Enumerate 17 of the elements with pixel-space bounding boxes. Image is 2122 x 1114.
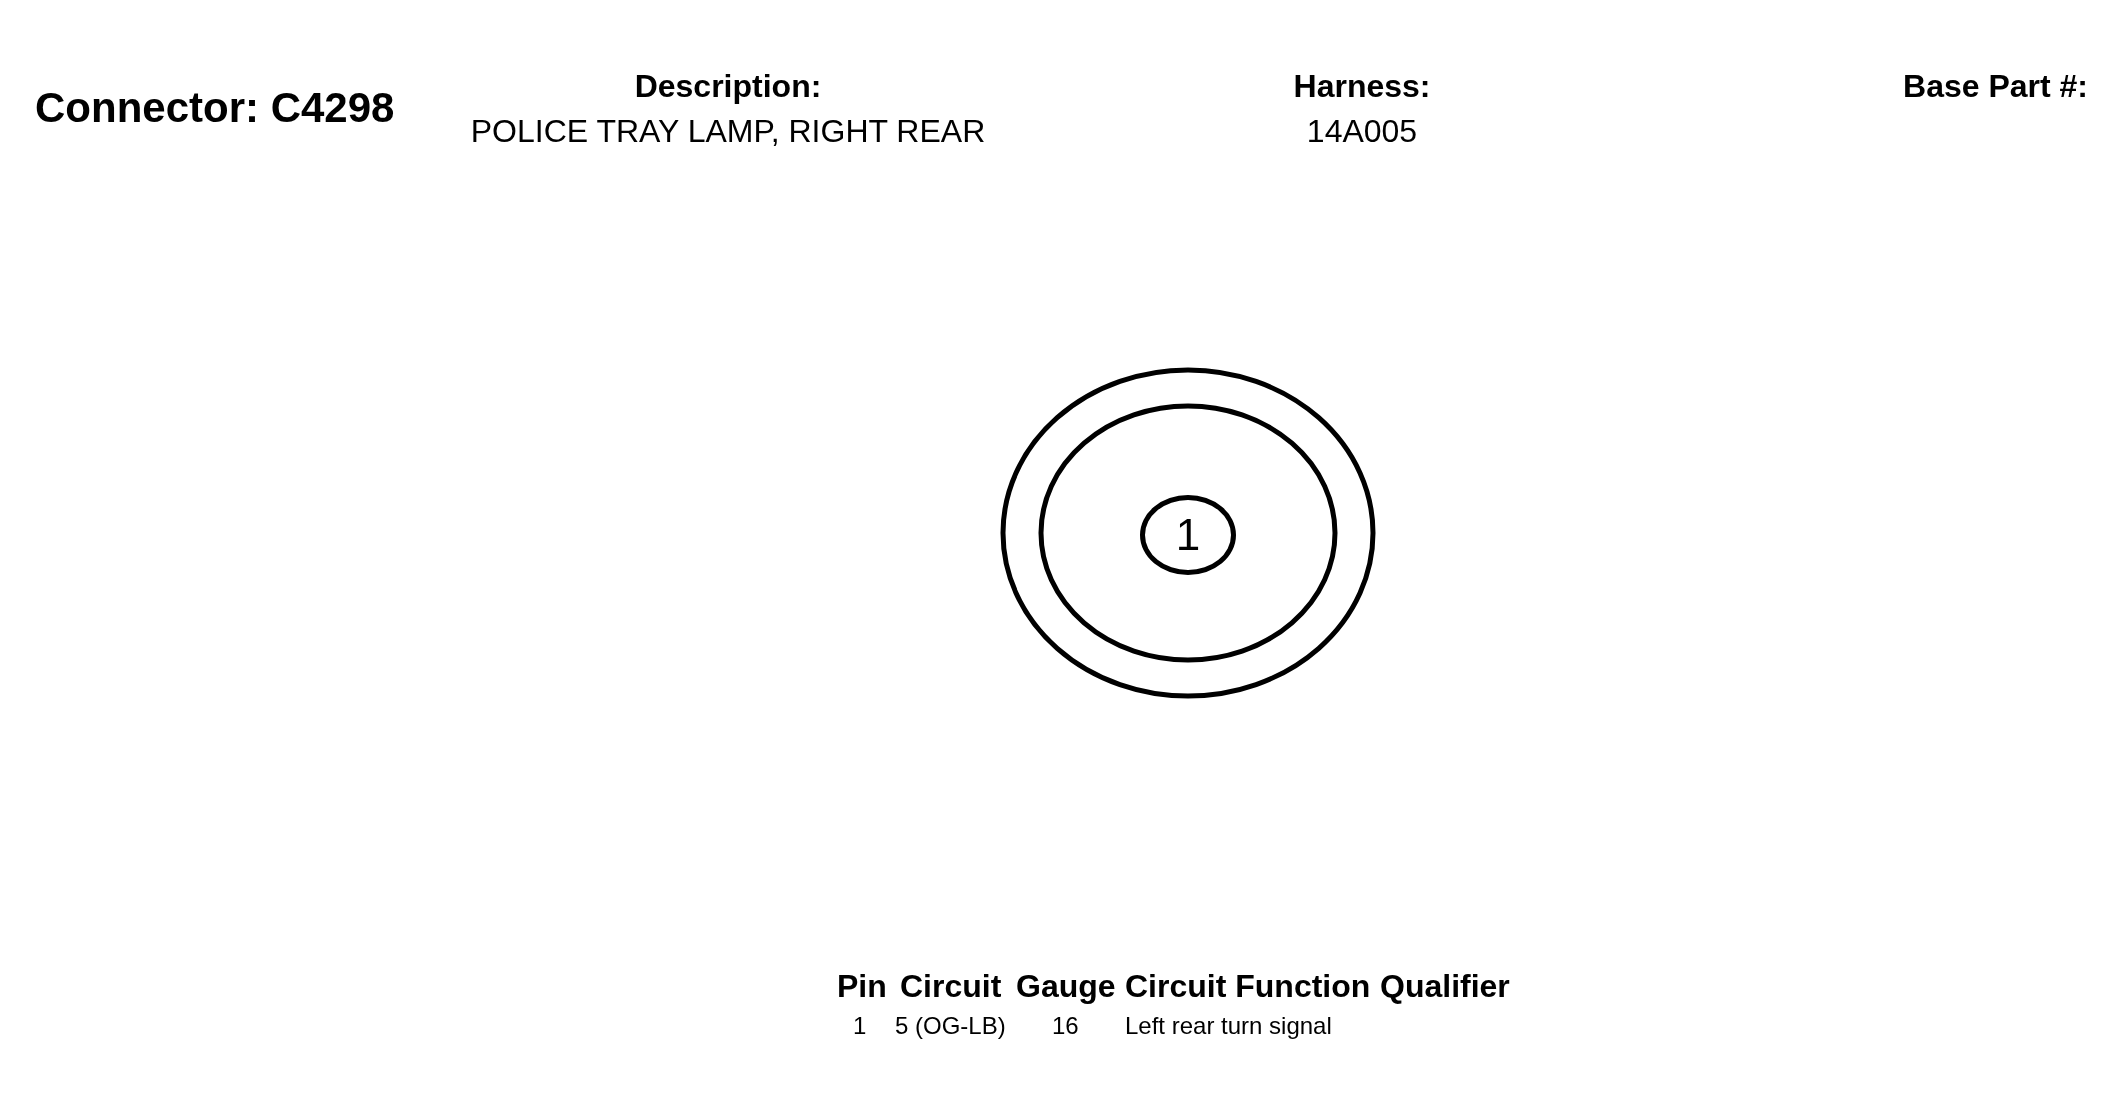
field-heading: Harness: [1293, 68, 1431, 105]
table-header: Qualifier [1380, 968, 1510, 1005]
pin-number: 1 [1175, 510, 1201, 560]
table-header: Circuit [900, 968, 1002, 1005]
table-header: Gauge [1016, 968, 1116, 1005]
field-value: 14A005 [1306, 113, 1418, 150]
table-cell: 1 [853, 1012, 867, 1040]
table-cell: 16 [1052, 1012, 1079, 1040]
table-cell: Left rear turn signal [1125, 1012, 1332, 1040]
field-heading: Base Part #: [1903, 68, 2088, 105]
table-header: Pin [837, 968, 887, 1005]
field-value: POLICE TRAY LAMP, RIGHT REAR [470, 113, 986, 150]
table-cell: 5 (OG-LB) [895, 1012, 1006, 1040]
table-header: Circuit Function [1125, 968, 1371, 1005]
connector-title: Connector: C4298 [35, 84, 395, 133]
field-heading: Description: [634, 68, 822, 105]
pin-cavity [1140, 495, 1236, 575]
